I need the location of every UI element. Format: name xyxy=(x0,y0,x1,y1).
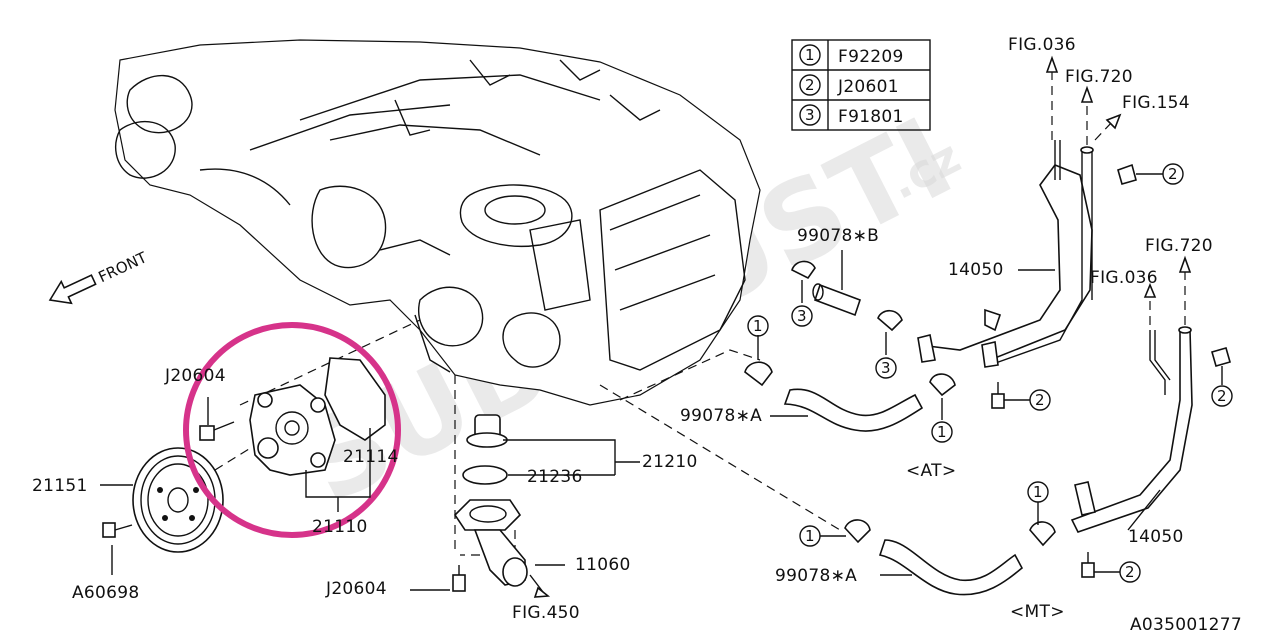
bolt-j20604-bottom xyxy=(452,565,466,592)
pipe-14050-top xyxy=(917,140,1094,368)
label-21110: 21110 xyxy=(312,517,368,537)
bolt-j20604-top xyxy=(199,421,235,441)
label-21151: 21151 xyxy=(32,476,88,496)
hose-99078a-at xyxy=(783,388,924,432)
water-pump-21110 xyxy=(249,384,336,476)
thermostat-21210 xyxy=(466,414,508,448)
highlight-circle xyxy=(183,322,401,538)
label-j20604-top: J20604 xyxy=(164,366,226,386)
legend-code-1: F92209 xyxy=(838,47,904,67)
callout-3-b: 3 xyxy=(881,359,891,377)
hose-99078b xyxy=(812,283,862,317)
label-at: <AT> xyxy=(906,461,956,481)
callout-3-a: 3 xyxy=(797,307,807,325)
pulley-21151 xyxy=(132,447,224,553)
callout-2-c: 2 xyxy=(1217,387,1227,405)
thermostat-cover-11060 xyxy=(453,499,528,587)
legend-code-3: F91801 xyxy=(838,107,904,127)
callout-2-a: 2 xyxy=(1168,165,1178,183)
label-21114: 21114 xyxy=(343,447,399,467)
legend-num-3: 3 xyxy=(805,106,815,124)
gasket-21236 xyxy=(462,465,508,485)
label-99078a-mt: 99078∗A xyxy=(775,566,857,586)
label-ref: A035001277 xyxy=(1130,615,1242,635)
label-14050-bottom: 14050 xyxy=(1128,527,1184,547)
bolt-a60698 xyxy=(102,522,133,538)
label-fig450: FIG.450 xyxy=(512,603,580,623)
callout-2-d: 2 xyxy=(1125,563,1135,581)
label-21236: 21236 xyxy=(527,467,583,487)
callout-1-b: 1 xyxy=(937,423,947,441)
label-fig720-right: FIG.720 xyxy=(1145,236,1213,256)
callout-1-a: 1 xyxy=(753,317,763,335)
label-mt: <MT> xyxy=(1010,602,1065,622)
legend-num-2: 2 xyxy=(805,76,815,94)
label-fig036-top: FIG.036 xyxy=(1008,35,1076,55)
label-21210: 21210 xyxy=(642,452,698,472)
callout-1-c: 1 xyxy=(805,527,815,545)
callout-1-d: 1 xyxy=(1033,483,1043,501)
pipe-14050-bottom xyxy=(1070,326,1193,533)
label-14050-top: 14050 xyxy=(948,260,1004,280)
front-label: FRONT xyxy=(96,248,151,286)
label-99078b: 99078∗B xyxy=(797,226,879,246)
gasket-21114 xyxy=(324,357,386,441)
callout-2-b: 2 xyxy=(1035,391,1045,409)
engine-block-drawing xyxy=(114,39,761,406)
label-99078a-at: 99078∗A xyxy=(680,406,762,426)
label-11060: 11060 xyxy=(575,555,631,575)
hose-99078a-mt xyxy=(878,539,1024,596)
label-fig720-top: FIG.720 xyxy=(1065,67,1133,87)
label-fig154: FIG.154 xyxy=(1122,93,1190,113)
label-j20604-bottom: J20604 xyxy=(325,579,387,599)
legend-code-2: J20601 xyxy=(837,77,899,97)
front-arrow: FRONT xyxy=(48,248,151,305)
legend-table: 1 2 3 F92209 J20601 F91801 xyxy=(791,39,931,131)
label-a60698: A60698 xyxy=(72,583,140,603)
legend-num-1: 1 xyxy=(805,46,815,64)
label-fig036-right: FIG.036 xyxy=(1090,268,1158,288)
